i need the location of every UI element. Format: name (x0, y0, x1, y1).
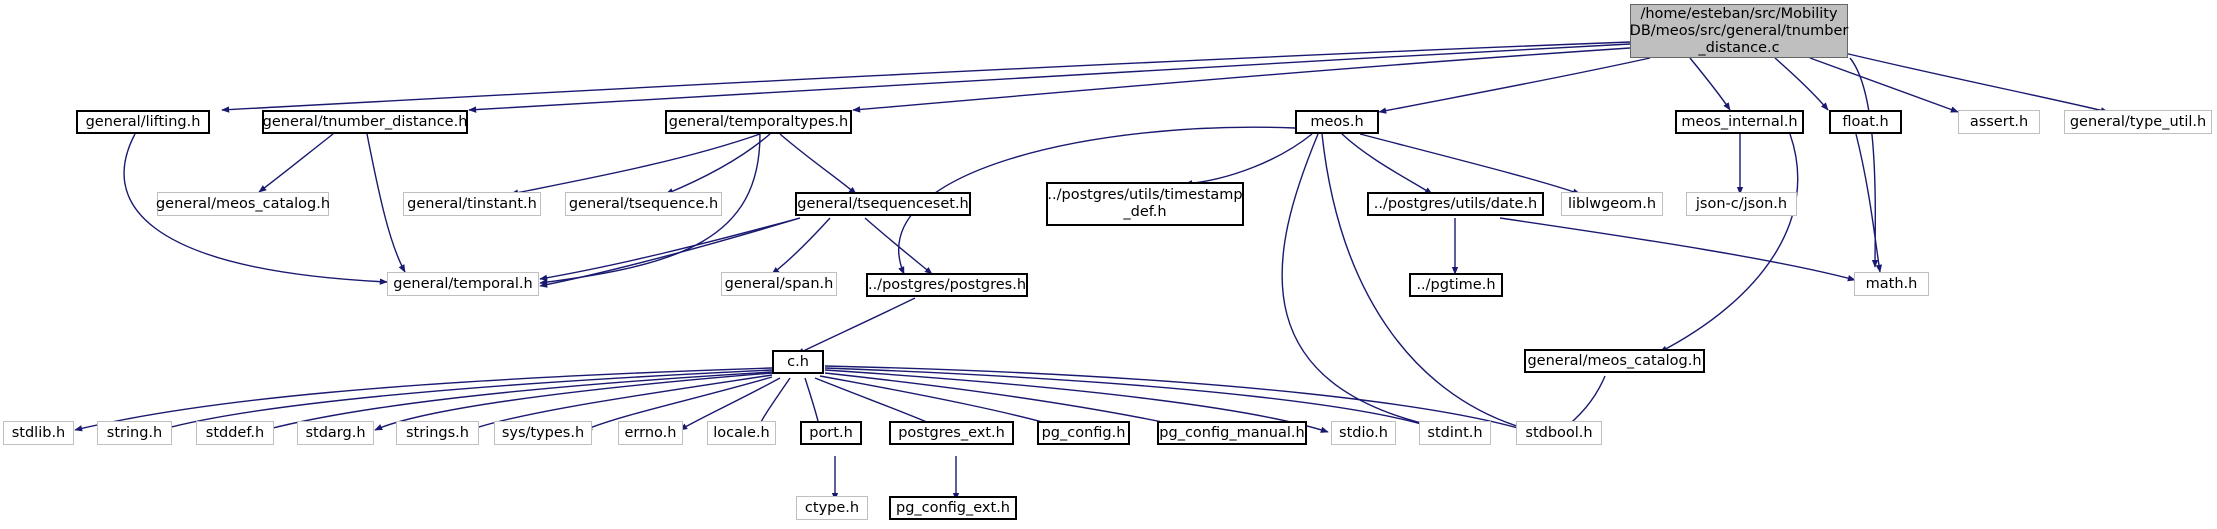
edge-tss-span (771, 217, 831, 275)
root-line-3: _distance.c (1698, 39, 1780, 56)
node-date-h[interactable]: ../postgres/utils/date.h (1367, 192, 1544, 216)
node-meos-internal-h[interactable]: meos_internal.h (1675, 110, 1804, 134)
root-line-1: /home/esteban/src/Mobility (1640, 5, 1838, 22)
node-ctype-h: ctype.h (796, 496, 868, 520)
node-float-h[interactable]: float.h (1829, 110, 1902, 134)
node-stdarg-h: stdarg.h (297, 421, 374, 445)
node-tsequenceset-h[interactable]: general/tsequenceset.h (795, 192, 971, 216)
edge-c-stdbool (824, 365, 1526, 432)
node-tnumber-distance-h[interactable]: general/tnumber_distance.h (262, 110, 468, 134)
edge-root-float (1774, 57, 1829, 111)
node-pg-config-h[interactable]: pg_config.h (1037, 421, 1130, 445)
edge-tt-tsequenceset (779, 133, 857, 195)
edge-root-lifting (221, 41, 1631, 113)
node-locale-h: locale.h (707, 421, 776, 445)
edge-c-systypes (584, 376, 773, 431)
edge-lifting-temporal (123, 133, 388, 285)
node-tinstant-h: general/tinstant.h (403, 192, 541, 216)
node-errno-h: errno.h (618, 421, 683, 445)
edge-meos-timestamp (1184, 133, 1313, 187)
edge-postgres-c (796, 297, 916, 355)
node-math-h: math.h (1854, 272, 1929, 296)
edge-c-errno (679, 377, 781, 431)
node-pg-config-manual-h[interactable]: pg_config_manual.h (1157, 421, 1307, 445)
edge-meos-postgres (898, 126, 1296, 275)
edge-c-stdlib (74, 367, 773, 432)
node-sys-types-h: sys/types.h (494, 421, 592, 445)
node-string-h: string.h (97, 421, 172, 445)
node-pgtime-h[interactable]: ../pgtime.h (1409, 273, 1503, 297)
edge-root-assert (1809, 57, 1959, 113)
edge-meos-date (1341, 133, 1433, 195)
edge-c-stdint (824, 367, 1441, 431)
node-stddef-h: stddef.h (196, 421, 274, 445)
node-span-h: general/span.h (721, 272, 837, 296)
edge-root-type-util (1839, 51, 2109, 114)
root-line-2: DB/meos/src/general/tnumber (1629, 22, 1849, 39)
node-json-h: json-c/json.h (1686, 192, 1797, 216)
node-temporal-h: general/temporal.h (387, 272, 539, 296)
edge-c-string (159, 369, 773, 432)
timestamp-def-line-1: ../postgres/utils/timestamp (1047, 187, 1243, 203)
node-stdbool-h: stdbool.h (1516, 421, 1602, 445)
node-type-util-h: general/type_util.h (2064, 110, 2212, 134)
edge-tnd-temporal (366, 133, 406, 273)
timestamp-def-line-2: _def.h (1123, 204, 1167, 220)
node-meos-catalog-h-b[interactable]: general/meos_catalog.h (1524, 349, 1705, 373)
node-pg-config-ext-h[interactable]: pg_config_ext.h (889, 496, 1017, 520)
node-stdio-h: stdio.h (1331, 421, 1396, 445)
edge-root-math (1849, 57, 1879, 268)
node-lifting-h[interactable]: general/lifting.h (76, 110, 210, 134)
edge-c-strings (469, 374, 773, 431)
node-strings-h: strings.h (396, 421, 479, 445)
edge-root-temporaltypes (852, 47, 1631, 113)
node-timestamp-def-h[interactable]: ../postgres/utils/timestamp _def.h (1046, 182, 1244, 226)
edge-tt-tinstant (510, 133, 761, 196)
node-stdint-h: stdint.h (1419, 421, 1491, 445)
node-tsequence-h: general/tsequence.h (565, 192, 722, 216)
edge-tss-temporal-b (539, 217, 801, 288)
edge-tss-postgres (864, 217, 933, 275)
node-port-h[interactable]: port.h (800, 421, 862, 445)
node-meos-h[interactable]: meos.h (1295, 110, 1379, 134)
node-liblwgeom-h: liblwgeom.h (1561, 192, 1663, 216)
edge-root-tnumber-distance (468, 43, 1631, 113)
edge-date-math (1499, 217, 1856, 282)
edge-meos-stdint (1281, 133, 1479, 437)
edge-mi-catalog (1659, 133, 1799, 353)
node-c-h[interactable]: c.h (772, 350, 824, 374)
node-assert-h: assert.h (1958, 110, 2040, 134)
node-postgres-ext-h[interactable]: postgres_ext.h (889, 421, 1014, 445)
edge-float-math (1855, 133, 1883, 273)
node-postgres-h[interactable]: ../postgres/postgres.h (866, 273, 1028, 297)
edge-tss-temporal-a (539, 217, 801, 281)
node-tnumber-distance-c: /home/esteban/src/Mobility DB/meos/src/g… (1630, 4, 1848, 58)
node-stdlib-h: stdlib.h (3, 421, 74, 445)
edge-tnd-meos-catalog (258, 133, 334, 193)
node-temporaltypes-h[interactable]: general/temporaltypes.h (665, 110, 852, 134)
edge-root-meos (1378, 57, 1651, 114)
edge-meos-stdbool (1321, 133, 1531, 432)
edge-tt-tsequence (665, 133, 771, 195)
node-meos-catalog-h-a: general/meos_catalog.h (156, 192, 330, 216)
edge-meos-liblwgeom (1359, 133, 1581, 195)
edge-root-meos-internal (1689, 57, 1731, 111)
